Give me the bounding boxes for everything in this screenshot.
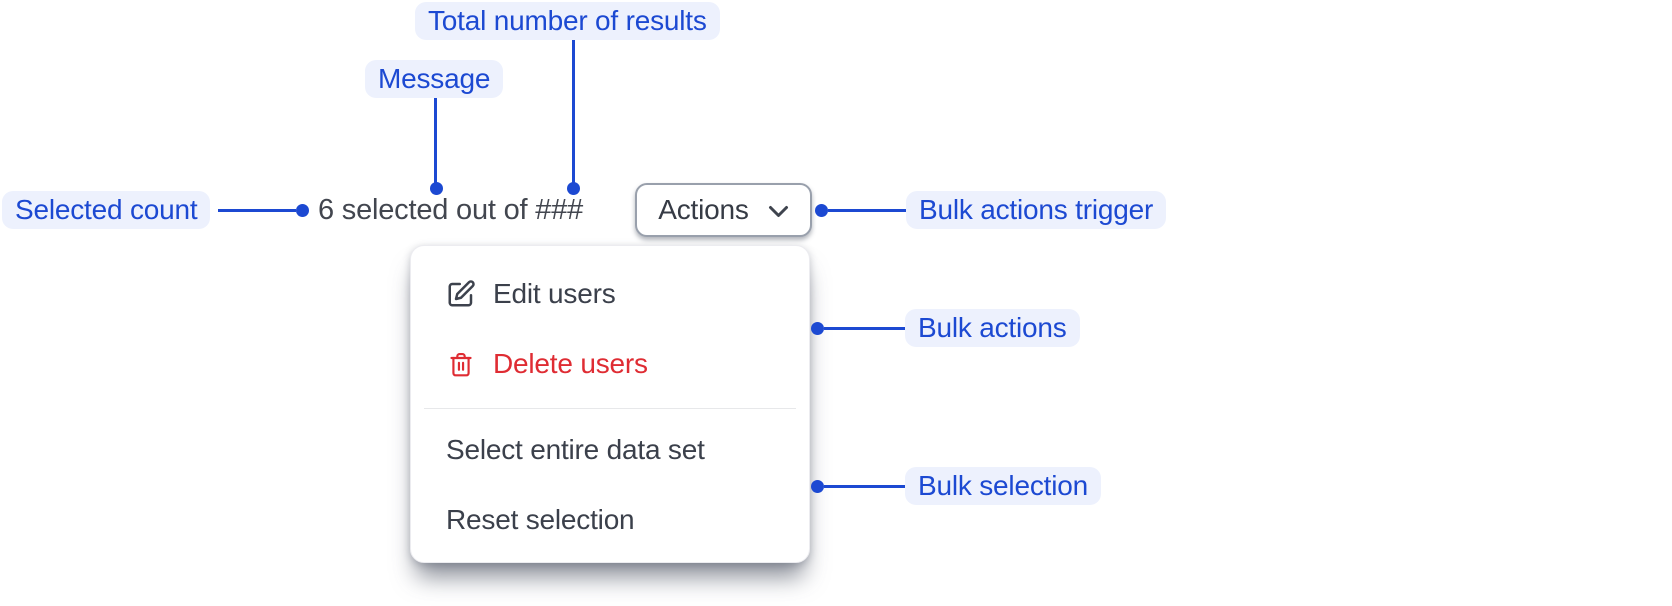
menu-item-reset-selection[interactable]: Reset selection xyxy=(411,485,809,555)
connector-line-bulk-trigger xyxy=(828,209,906,212)
connector-line-bulk-selection xyxy=(824,485,905,488)
connector-line-selected-count xyxy=(218,209,296,212)
connector-line-bulk-actions xyxy=(824,327,905,330)
connector-dot-message xyxy=(430,182,443,195)
trash-icon xyxy=(446,349,476,380)
connector-dot-total-results xyxy=(567,182,580,195)
connector-dot-bulk-selection xyxy=(811,480,824,493)
menu-item-edit-users[interactable]: Edit users xyxy=(411,259,809,329)
menu-item-delete-users[interactable]: Delete users xyxy=(411,329,809,399)
menu-item-label: Select entire data set xyxy=(446,434,705,465)
menu-item-label: Delete users xyxy=(493,348,648,379)
menu-item-label: Reset selection xyxy=(446,504,635,535)
menu-divider xyxy=(424,408,796,409)
menu-item-select-entire-data-set[interactable]: Select entire data set xyxy=(411,415,809,485)
connector-line-message xyxy=(434,98,437,185)
annotation-label-bulk-actions: Bulk actions xyxy=(905,309,1080,347)
connector-dot-selected-count xyxy=(296,204,309,217)
connector-line-total-results xyxy=(572,40,575,185)
connector-dot-bulk-actions xyxy=(811,322,824,335)
menu-item-label: Edit users xyxy=(493,278,616,309)
connector-dot-bulk-trigger xyxy=(815,204,828,217)
annotation-label-message: Message xyxy=(365,60,504,98)
annotation-label-total-results: Total number of results xyxy=(415,2,720,40)
edit-icon xyxy=(446,279,476,310)
bulk-actions-trigger-button[interactable]: Actions xyxy=(635,183,812,237)
actions-button-label: Actions xyxy=(658,194,749,225)
bulk-actions-menu: Edit users Delete users Select entire da… xyxy=(410,245,810,563)
annotation-label-bulk-selection: Bulk selection xyxy=(905,467,1101,505)
selection-message: 6 selected out of ### xyxy=(318,194,584,226)
annotation-label-bulk-actions-trigger: Bulk actions trigger xyxy=(906,191,1167,229)
chevron-down-icon xyxy=(768,202,789,219)
annotation-label-selected-count: Selected count xyxy=(2,191,211,229)
